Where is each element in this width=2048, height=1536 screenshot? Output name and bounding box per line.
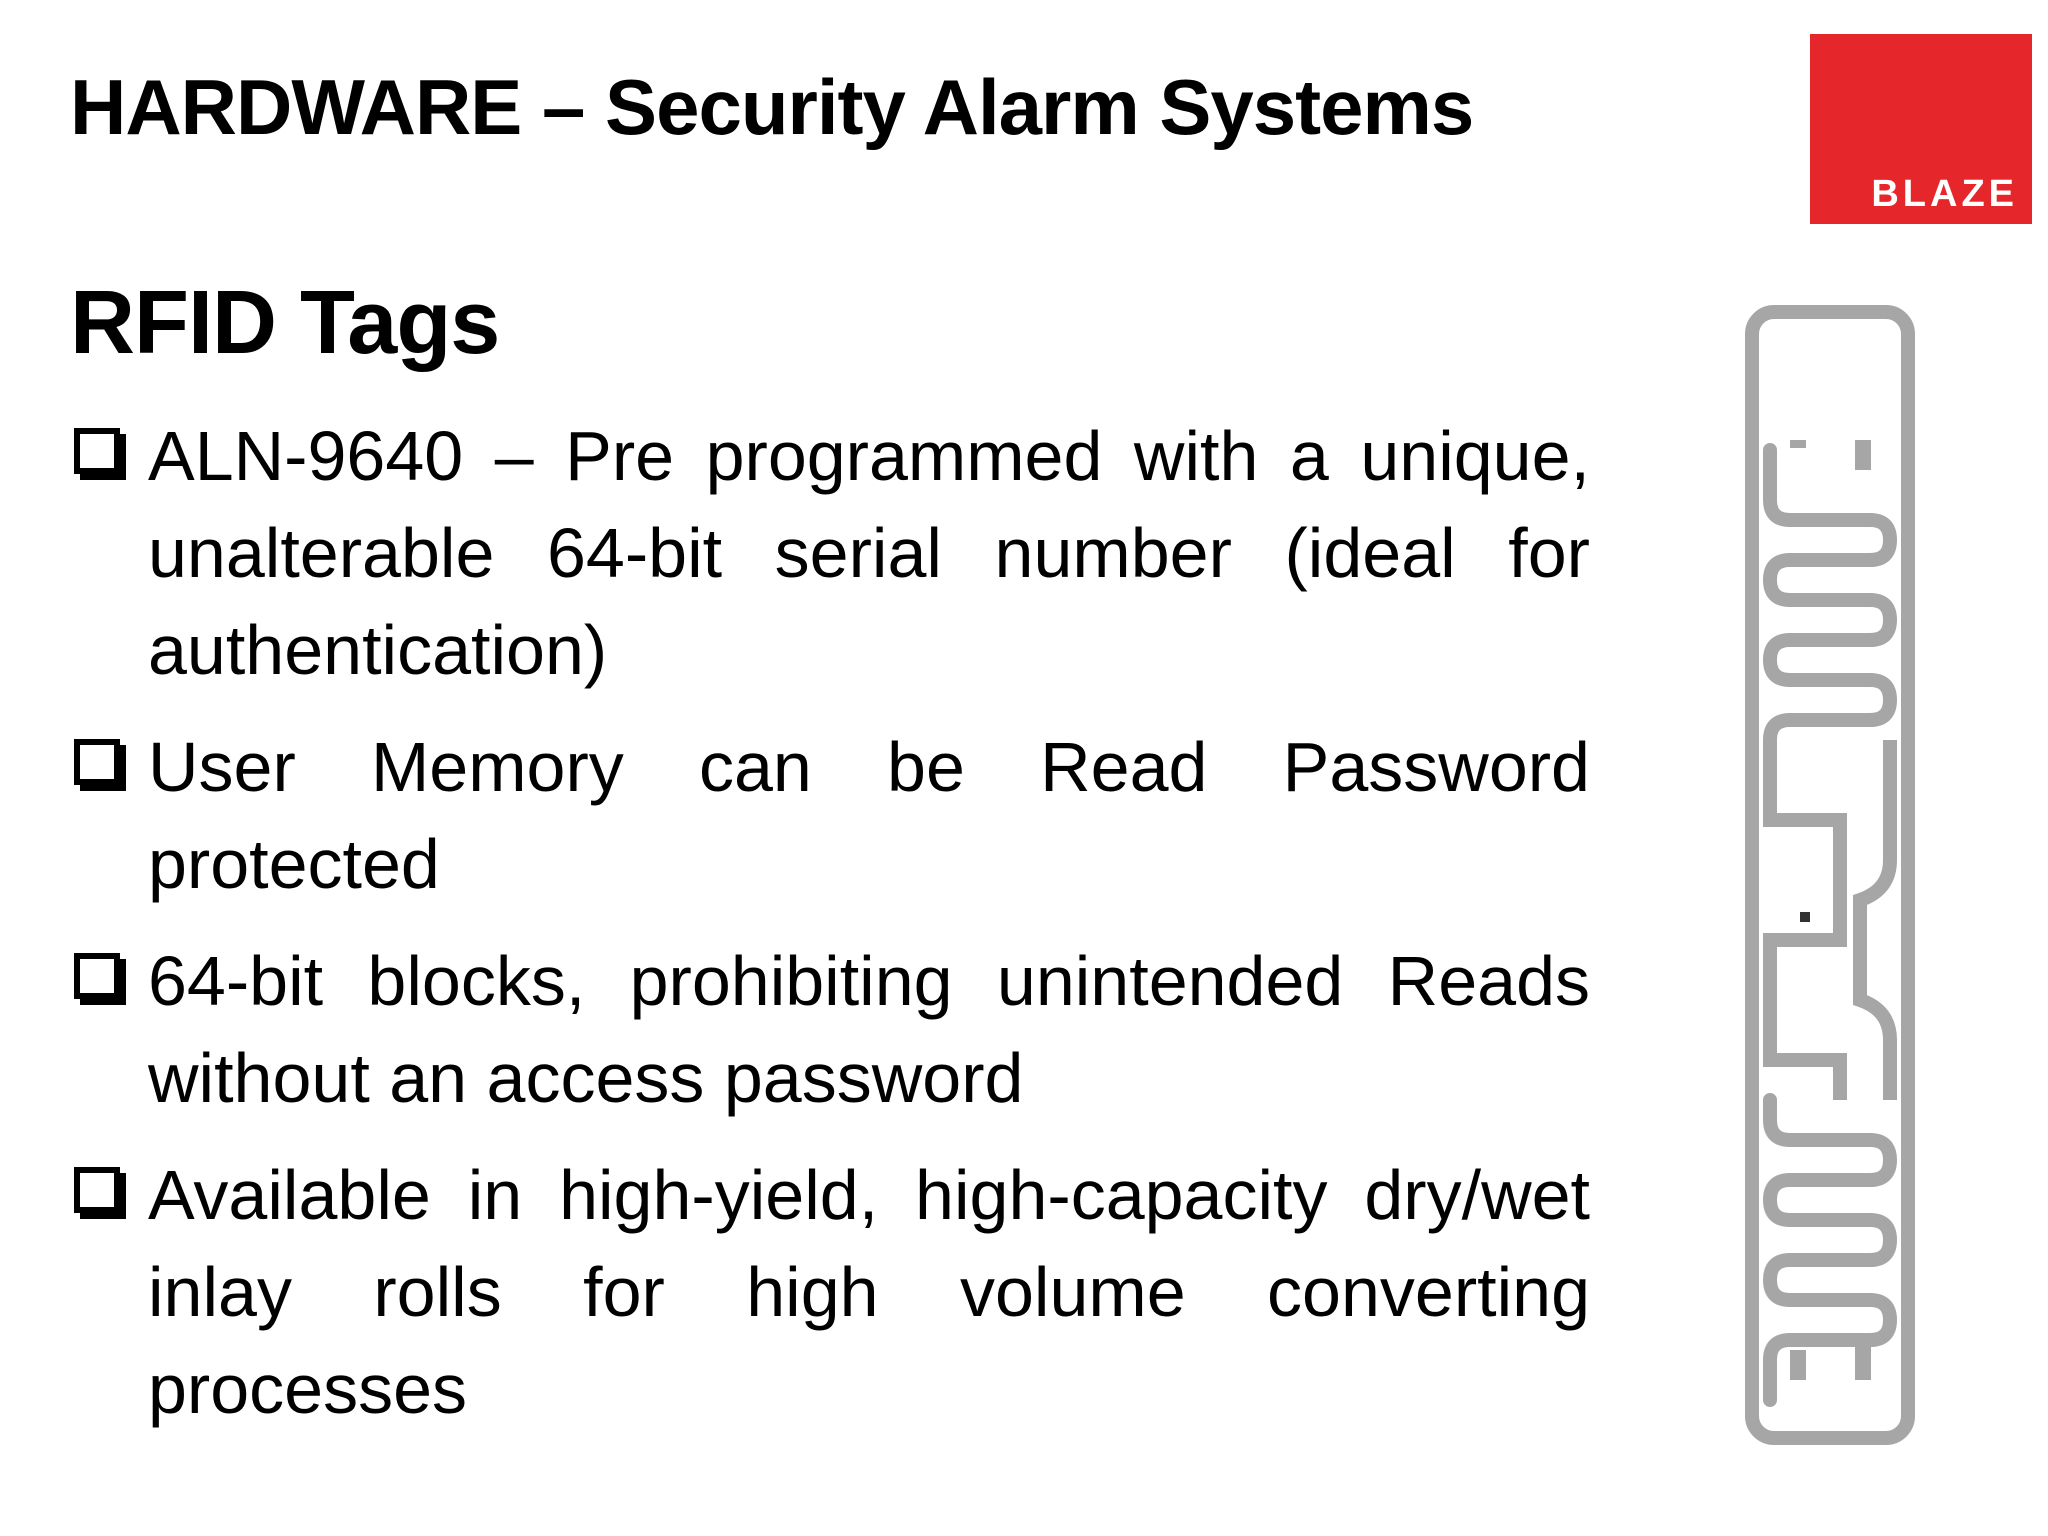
bullet-text: User Memory can be Read Password protect… xyxy=(148,728,1590,903)
bullet-item: Available in high-yield, high-capacity d… xyxy=(70,1147,1590,1438)
slide-title: HARDWARE – Security Alarm Systems xyxy=(70,63,1474,151)
checkbox-bullet-icon xyxy=(74,428,120,474)
bullet-text: Available in high-yield, high-capacity d… xyxy=(148,1156,1590,1428)
bullet-item: ALN-9640 – Pre programmed with a unique,… xyxy=(70,408,1590,699)
logo-text: BLAZE xyxy=(1871,173,2018,215)
bullet-text: ALN-9640 – Pre programmed with a unique,… xyxy=(148,417,1590,689)
section-subtitle: RFID Tags xyxy=(70,273,500,373)
checkbox-bullet-icon xyxy=(74,1167,120,1213)
bullet-item: 64-bit blocks, prohibiting unintended Re… xyxy=(70,933,1590,1127)
bullet-list: ALN-9640 – Pre programmed with a unique,… xyxy=(70,408,1590,1458)
checkbox-bullet-icon xyxy=(74,953,120,999)
rfid-tag-image xyxy=(1745,305,1915,1445)
bullet-item: User Memory can be Read Password protect… xyxy=(70,719,1590,913)
checkbox-bullet-icon xyxy=(74,739,120,785)
blaze-logo: BLAZE xyxy=(1810,34,2032,224)
bullet-text: 64-bit blocks, prohibiting unintended Re… xyxy=(148,942,1590,1117)
